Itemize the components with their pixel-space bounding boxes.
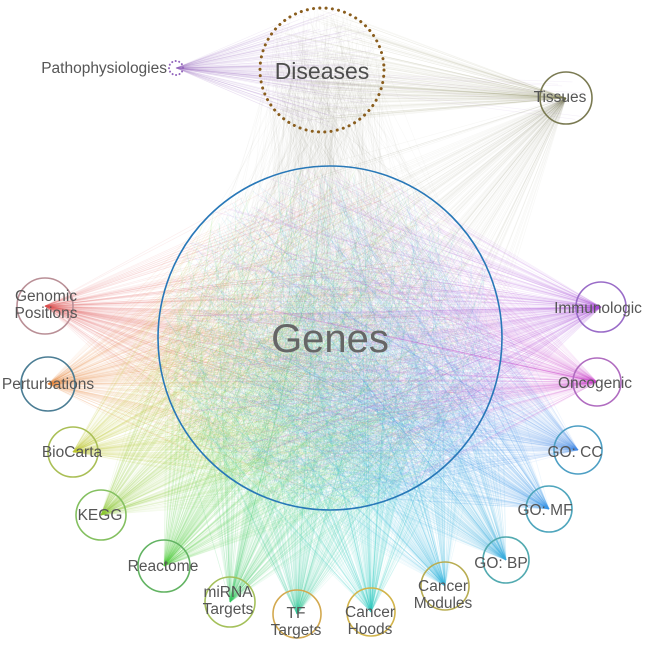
edges-perturbations-to-genes bbox=[47, 168, 492, 507]
edges-reactome-to-genes bbox=[163, 169, 492, 567]
label-go_mf: GO: MF bbox=[517, 502, 572, 519]
node-diseases[interactable] bbox=[258, 6, 386, 134]
label-reactome: Reactome bbox=[128, 558, 199, 575]
label-tf_targets: TF bbox=[287, 605, 306, 622]
node-layer bbox=[16, 6, 627, 639]
label-tf_targets: Targets bbox=[271, 622, 322, 639]
node-pathophysiologies[interactable] bbox=[168, 60, 184, 76]
edges-go_bp-to-genes bbox=[165, 174, 507, 561]
edges-immunologic-to-genes bbox=[160, 174, 602, 508]
node-go_mf[interactable] bbox=[525, 485, 573, 533]
label-genomic_positions: Positions bbox=[15, 305, 78, 322]
label-cancer_modules: Modules bbox=[414, 595, 473, 612]
node-immunologic[interactable] bbox=[575, 281, 627, 333]
label-immunologic: Immunologic bbox=[554, 300, 642, 317]
edges-cancer_hoods-to-genes bbox=[161, 169, 502, 613]
node-tf_targets[interactable] bbox=[272, 589, 322, 639]
edges-oncogenic-to-genes bbox=[158, 168, 598, 502]
edges-tissues-to-genes bbox=[163, 97, 567, 501]
edges-kegg-to-genes bbox=[100, 170, 497, 516]
label-cancer_hoods: Cancer bbox=[345, 604, 395, 621]
node-cancer_hoods[interactable] bbox=[346, 587, 396, 637]
label-genes: Genes bbox=[271, 317, 389, 361]
label-cancer_modules: Cancer bbox=[418, 578, 468, 595]
node-mirna_targets[interactable] bbox=[204, 576, 256, 628]
node-tissues[interactable] bbox=[539, 71, 593, 125]
label-tissues: Tissues bbox=[534, 89, 587, 106]
label-go_bp: GO: BP bbox=[474, 555, 527, 572]
edges-diseases-to-genes bbox=[158, 9, 499, 507]
node-go_cc[interactable] bbox=[553, 425, 603, 475]
node-go_bp[interactable] bbox=[482, 536, 530, 584]
label-cancer_hoods: Hoods bbox=[348, 621, 393, 638]
label-go_cc: GO: CC bbox=[547, 444, 602, 461]
node-reactome[interactable] bbox=[137, 539, 191, 593]
label-kegg: KEGG bbox=[78, 507, 123, 524]
node-perturbations[interactable] bbox=[20, 356, 76, 412]
label-genomic_positions: Genomic bbox=[15, 288, 77, 305]
node-genomic_positions[interactable] bbox=[16, 277, 74, 335]
edges-mirna_targets-to-genes bbox=[160, 169, 491, 603]
label-pathophysiologies: Pathophysiologies bbox=[41, 60, 167, 77]
edges-genomic_positions-to-genes bbox=[44, 180, 498, 501]
label-oncogenic: Oncogenic bbox=[558, 375, 632, 392]
edge-layer bbox=[44, 9, 602, 615]
edges-cancer_modules-to-genes bbox=[165, 172, 498, 587]
node-genes[interactable] bbox=[157, 165, 503, 511]
node-cancer_modules[interactable] bbox=[420, 561, 470, 611]
node-oncogenic[interactable] bbox=[572, 357, 622, 407]
label-mirna_targets: Targets bbox=[203, 601, 254, 618]
edges-tissues-to-diseases bbox=[268, 9, 567, 123]
edges-go_mf-to-genes bbox=[161, 172, 550, 510]
label-biocarta: BioCarta bbox=[42, 444, 103, 461]
label-layer: Genes Diseases PathophysiologiesTissuesGen… bbox=[2, 58, 642, 639]
label-perturbations: Perturbations bbox=[2, 376, 94, 393]
label-mirna_targets: miRNA bbox=[203, 584, 253, 601]
edges-go_cc-to-genes bbox=[173, 172, 579, 503]
label-diseases: Diseases bbox=[275, 58, 370, 84]
edges-biocarta-to-genes bbox=[72, 175, 487, 506]
node-biocarta[interactable] bbox=[47, 426, 99, 478]
edges-pathophysiologies-to-tissues bbox=[175, 67, 585, 120]
edges-pathophysiologies-to-diseases bbox=[175, 10, 379, 130]
node-kegg[interactable] bbox=[75, 489, 127, 541]
